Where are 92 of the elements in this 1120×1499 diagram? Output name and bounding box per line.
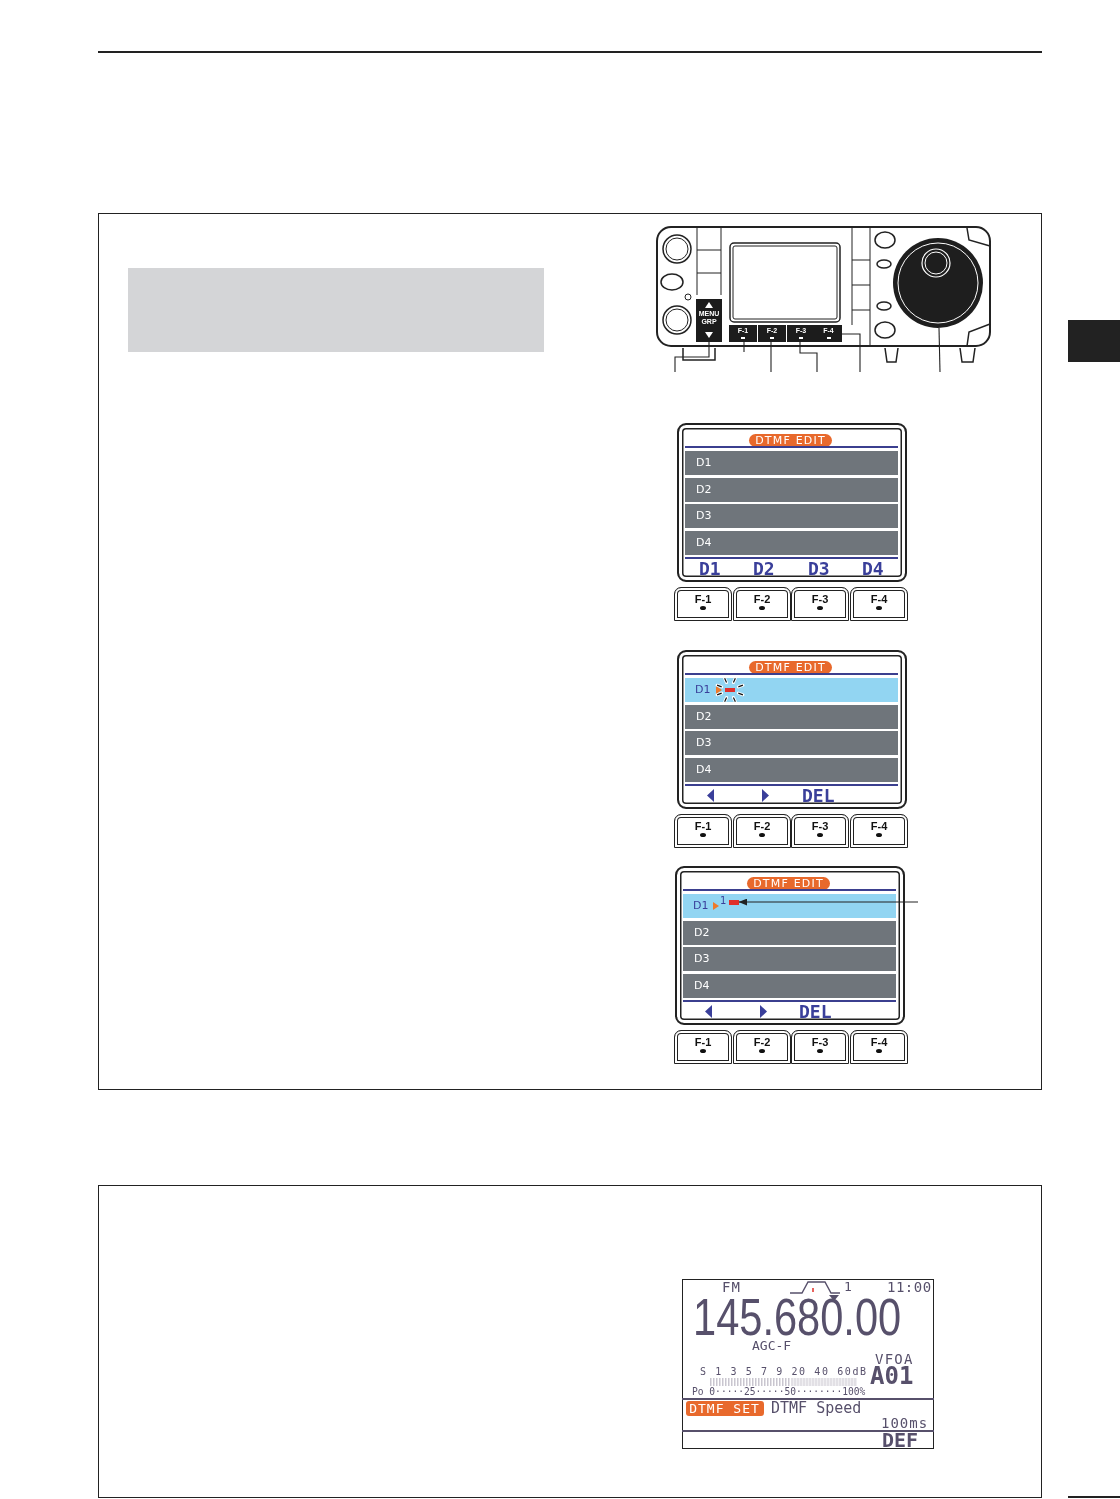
softkey-label: D2 xyxy=(753,560,775,578)
key-label: F-3 xyxy=(811,593,829,605)
s-meter-scale: S 1 3 5 7 9 20 40 60dB xyxy=(700,1366,868,1377)
clock-time: 11:00 xyxy=(887,1280,932,1294)
function-key xyxy=(815,325,842,342)
key-label: F-4 xyxy=(870,593,888,605)
key-label: F-4 xyxy=(870,820,888,832)
function-key xyxy=(791,1030,849,1064)
softkey-label: DEF xyxy=(882,1431,919,1449)
row-label: D4 xyxy=(696,537,712,549)
menu-row xyxy=(685,531,898,555)
lcd-screen xyxy=(677,423,907,582)
memory-channel: A01 xyxy=(870,1366,914,1388)
softkey-label: D4 xyxy=(862,560,884,578)
key-label: F-2 xyxy=(753,1036,771,1048)
function-key xyxy=(850,1030,908,1064)
agc-label: AGC-F xyxy=(752,1339,792,1352)
row-label: D3 xyxy=(696,737,712,749)
softkey-label: DEL xyxy=(799,1003,832,1021)
function-key xyxy=(787,325,815,342)
menu-row xyxy=(685,705,898,729)
softkey-label: D1 xyxy=(699,560,721,578)
frequency-readout: 145.680.00 xyxy=(693,1295,902,1340)
section-frame xyxy=(98,1185,1042,1498)
lcd-screen xyxy=(677,650,907,809)
menu-row xyxy=(685,478,898,502)
row-label: D3 xyxy=(694,953,710,965)
menu-row xyxy=(683,974,896,998)
softkey-label: D3 xyxy=(808,560,830,578)
leader-line xyxy=(674,341,710,373)
mode-label: FM xyxy=(722,1280,741,1294)
function-key xyxy=(733,587,791,621)
menu-row xyxy=(683,947,896,971)
row-label: D2 xyxy=(696,484,712,496)
row-label: D2 xyxy=(694,927,710,939)
row-label: D2 xyxy=(696,711,712,723)
shaded-panel xyxy=(128,268,544,352)
key-label: F-1 xyxy=(694,593,712,605)
key-label: F-3 xyxy=(811,820,829,832)
section-frame xyxy=(98,213,1042,1090)
key-label: F-1 xyxy=(694,1036,712,1048)
function-key xyxy=(674,1030,732,1064)
menu-group-pill xyxy=(685,1400,764,1416)
function-key xyxy=(674,814,732,848)
lcd-screen xyxy=(675,866,905,1025)
cursor-bar xyxy=(729,900,739,905)
menu-group-label: DTMF SET xyxy=(689,1401,760,1415)
screen-title: DTMF EDIT xyxy=(755,435,826,446)
key-label: F-2 xyxy=(753,820,771,832)
menu-row xyxy=(685,678,898,702)
function-key xyxy=(733,814,791,848)
menu-group-key xyxy=(696,299,722,342)
key-label: F-3 xyxy=(811,1036,829,1048)
function-key xyxy=(850,814,908,848)
key-label: F-4 xyxy=(870,1036,888,1048)
vfo-label: VFOA xyxy=(875,1352,914,1366)
function-key xyxy=(733,1030,791,1064)
function-key xyxy=(850,587,908,621)
menu-row xyxy=(685,731,898,755)
row-label: D1 xyxy=(693,900,709,912)
function-key xyxy=(758,325,786,342)
menu-row xyxy=(683,921,896,945)
leader-arrow xyxy=(738,898,919,906)
row-label: D1 xyxy=(695,684,711,696)
function-key xyxy=(674,587,732,621)
function-key xyxy=(729,325,757,342)
row-label: D3 xyxy=(696,510,712,522)
tuning-dial xyxy=(893,238,983,328)
softkey-label: DEL xyxy=(802,787,835,805)
screen-title: DTMF EDIT xyxy=(755,662,826,673)
function-key xyxy=(791,587,849,621)
leader-line xyxy=(841,333,861,373)
chapter-tab xyxy=(1068,320,1120,362)
menu-row xyxy=(685,758,898,782)
function-key xyxy=(791,814,849,848)
entered-digit: 1 xyxy=(720,896,727,906)
menu-row xyxy=(683,894,896,918)
row-label: D1 xyxy=(696,457,712,469)
key-label: F-2 xyxy=(753,593,771,605)
key-label: F-1 xyxy=(694,820,712,832)
leader-line xyxy=(938,327,941,373)
menu-row xyxy=(685,504,898,528)
leader-line xyxy=(770,341,772,373)
leader-line xyxy=(799,341,818,373)
lcd-display xyxy=(682,1279,934,1449)
setting-value: 100ms xyxy=(881,1416,929,1430)
row-label: D4 xyxy=(694,980,710,992)
leader-line xyxy=(743,341,745,353)
filter-number: 1 xyxy=(844,1280,852,1294)
screen-title: DTMF EDIT xyxy=(753,878,824,889)
menu-row xyxy=(685,451,898,475)
row-label: D4 xyxy=(696,764,712,776)
